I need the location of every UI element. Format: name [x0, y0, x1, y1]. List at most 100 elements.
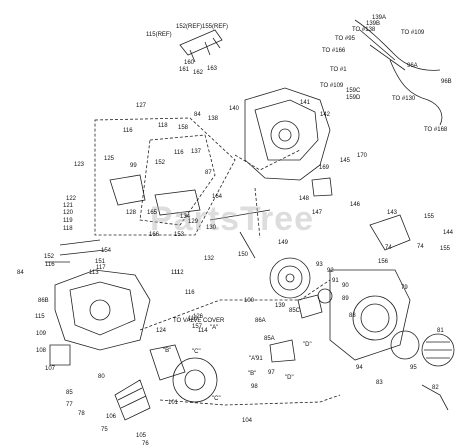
part-callout: 159D — [346, 95, 361, 101]
part-callout: 169 — [319, 165, 330, 171]
part-callout: 74 — [417, 244, 424, 250]
part-callout: "C" — [192, 349, 201, 355]
part-callout: TO #166 — [322, 48, 346, 54]
part-callout: 97 — [268, 370, 275, 376]
part-callout: 105 — [136, 433, 147, 439]
part-callout: 156 — [378, 259, 389, 265]
part-callout: 158 — [178, 125, 189, 131]
part-callout: 108 — [36, 348, 47, 354]
part-callout: 162 — [193, 70, 204, 76]
part-callout: 98 — [251, 384, 258, 390]
part-callout: 111 — [171, 270, 181, 276]
part-callout: 151 — [95, 259, 106, 265]
part-callout: 148 — [299, 196, 310, 202]
part-callout: 77 — [66, 402, 73, 408]
part-callout: 85 — [66, 390, 73, 396]
part-callout: 155(REF) — [202, 24, 229, 30]
part-callout: 139B — [366, 21, 381, 27]
part-callout: 75 — [101, 427, 108, 433]
part-callout: 165 — [147, 210, 158, 216]
part-callout: TO #168 — [424, 127, 448, 133]
part-callout: 112 — [174, 270, 184, 276]
part-callout: 86A — [255, 318, 266, 324]
part-callout: 152 — [44, 254, 55, 260]
part-callout: 99 — [130, 163, 137, 169]
part-callout: 107 — [45, 366, 56, 372]
part-callout: 155 — [424, 214, 435, 220]
part-callout: 138 — [208, 116, 219, 122]
part-callout: 161 — [179, 67, 190, 73]
part-callout: TO #1 — [330, 67, 347, 73]
part-callout: 113 — [89, 270, 99, 276]
part-callout: 100 — [244, 298, 255, 304]
part-callout: 118 — [63, 226, 73, 232]
part-callout: 142 — [320, 112, 331, 118]
part-callout: 146 — [350, 202, 361, 208]
part-callout: 109 — [36, 331, 47, 337]
part-callout: 86B — [38, 298, 49, 304]
part-callout: 141 — [300, 100, 311, 106]
part-callout: 91 — [332, 278, 339, 284]
part-callout: "B" — [248, 371, 257, 377]
part-callout: 143 — [387, 210, 398, 216]
part-callout: 152 — [155, 160, 166, 166]
part-callout: TO #95 — [335, 36, 355, 42]
part-callout: 127 — [136, 103, 147, 109]
part-callout: 152(REF) — [176, 24, 203, 30]
part-callout: 145 — [340, 158, 351, 164]
part-callout: 123 — [74, 162, 85, 168]
part-callout: 124 — [156, 328, 167, 334]
part-callout: 89 — [342, 296, 349, 302]
part-callout: 155 — [440, 246, 451, 252]
part-callout: 129 — [188, 219, 199, 225]
part-callout: 149 — [278, 240, 289, 246]
part-callout: 150 — [238, 252, 249, 258]
part-callout: 137 — [191, 149, 202, 155]
part-callout: 95 — [410, 365, 417, 371]
part-callout: 78 — [78, 411, 85, 417]
part-callout: 94 — [356, 365, 363, 371]
part-callout: "B" — [163, 348, 172, 354]
part-callout: 87 — [205, 170, 212, 176]
part-callout: 120 — [63, 210, 74, 216]
part-callout: 170 — [357, 153, 368, 159]
part-callout: 114 — [198, 328, 208, 334]
watermark: PartsTree — [150, 200, 314, 238]
part-callout: 104 — [242, 418, 253, 424]
part-callout: 116 — [45, 262, 55, 268]
part-callout: 85A — [264, 336, 275, 342]
part-callout: 90 — [342, 283, 349, 289]
part-callout: 126 — [193, 314, 204, 320]
part-callout: 140 — [229, 106, 240, 112]
part-callout: 106 — [106, 414, 117, 420]
part-callout: "D" — [303, 342, 312, 348]
part-callout: 88 — [349, 313, 356, 319]
part-callout: 83 — [376, 380, 383, 386]
part-callout: 118 — [158, 123, 168, 129]
part-callout: 116 — [174, 150, 184, 156]
part-callout: TO #109 — [401, 30, 425, 36]
part-callout: 84 — [194, 112, 201, 118]
part-callout: 74 — [385, 245, 392, 251]
part-callout: 125 — [104, 156, 115, 162]
part-callout: 91 — [256, 356, 263, 362]
part-callout: "D" — [285, 375, 294, 381]
part-callout: 81 — [437, 328, 444, 334]
part-callout: 134 — [180, 214, 191, 220]
part-callout: TO VALVE COVER — [173, 318, 225, 324]
part-callout: 159C — [346, 88, 361, 94]
part-callout: 119 — [63, 218, 73, 224]
part-callout: 82 — [432, 385, 439, 391]
part-callout: 121 — [63, 203, 74, 209]
part-callout: TO #138 — [352, 27, 376, 33]
part-callout: "A" — [210, 325, 219, 331]
part-callout: 96B — [441, 79, 452, 85]
part-callout: 80 — [98, 374, 105, 380]
part-callout: 128 — [126, 210, 137, 216]
part-callout: 116 — [185, 290, 195, 296]
part-callout: 76 — [142, 441, 149, 447]
part-callout: 153 — [174, 232, 185, 238]
part-callout: 130 — [206, 225, 217, 231]
